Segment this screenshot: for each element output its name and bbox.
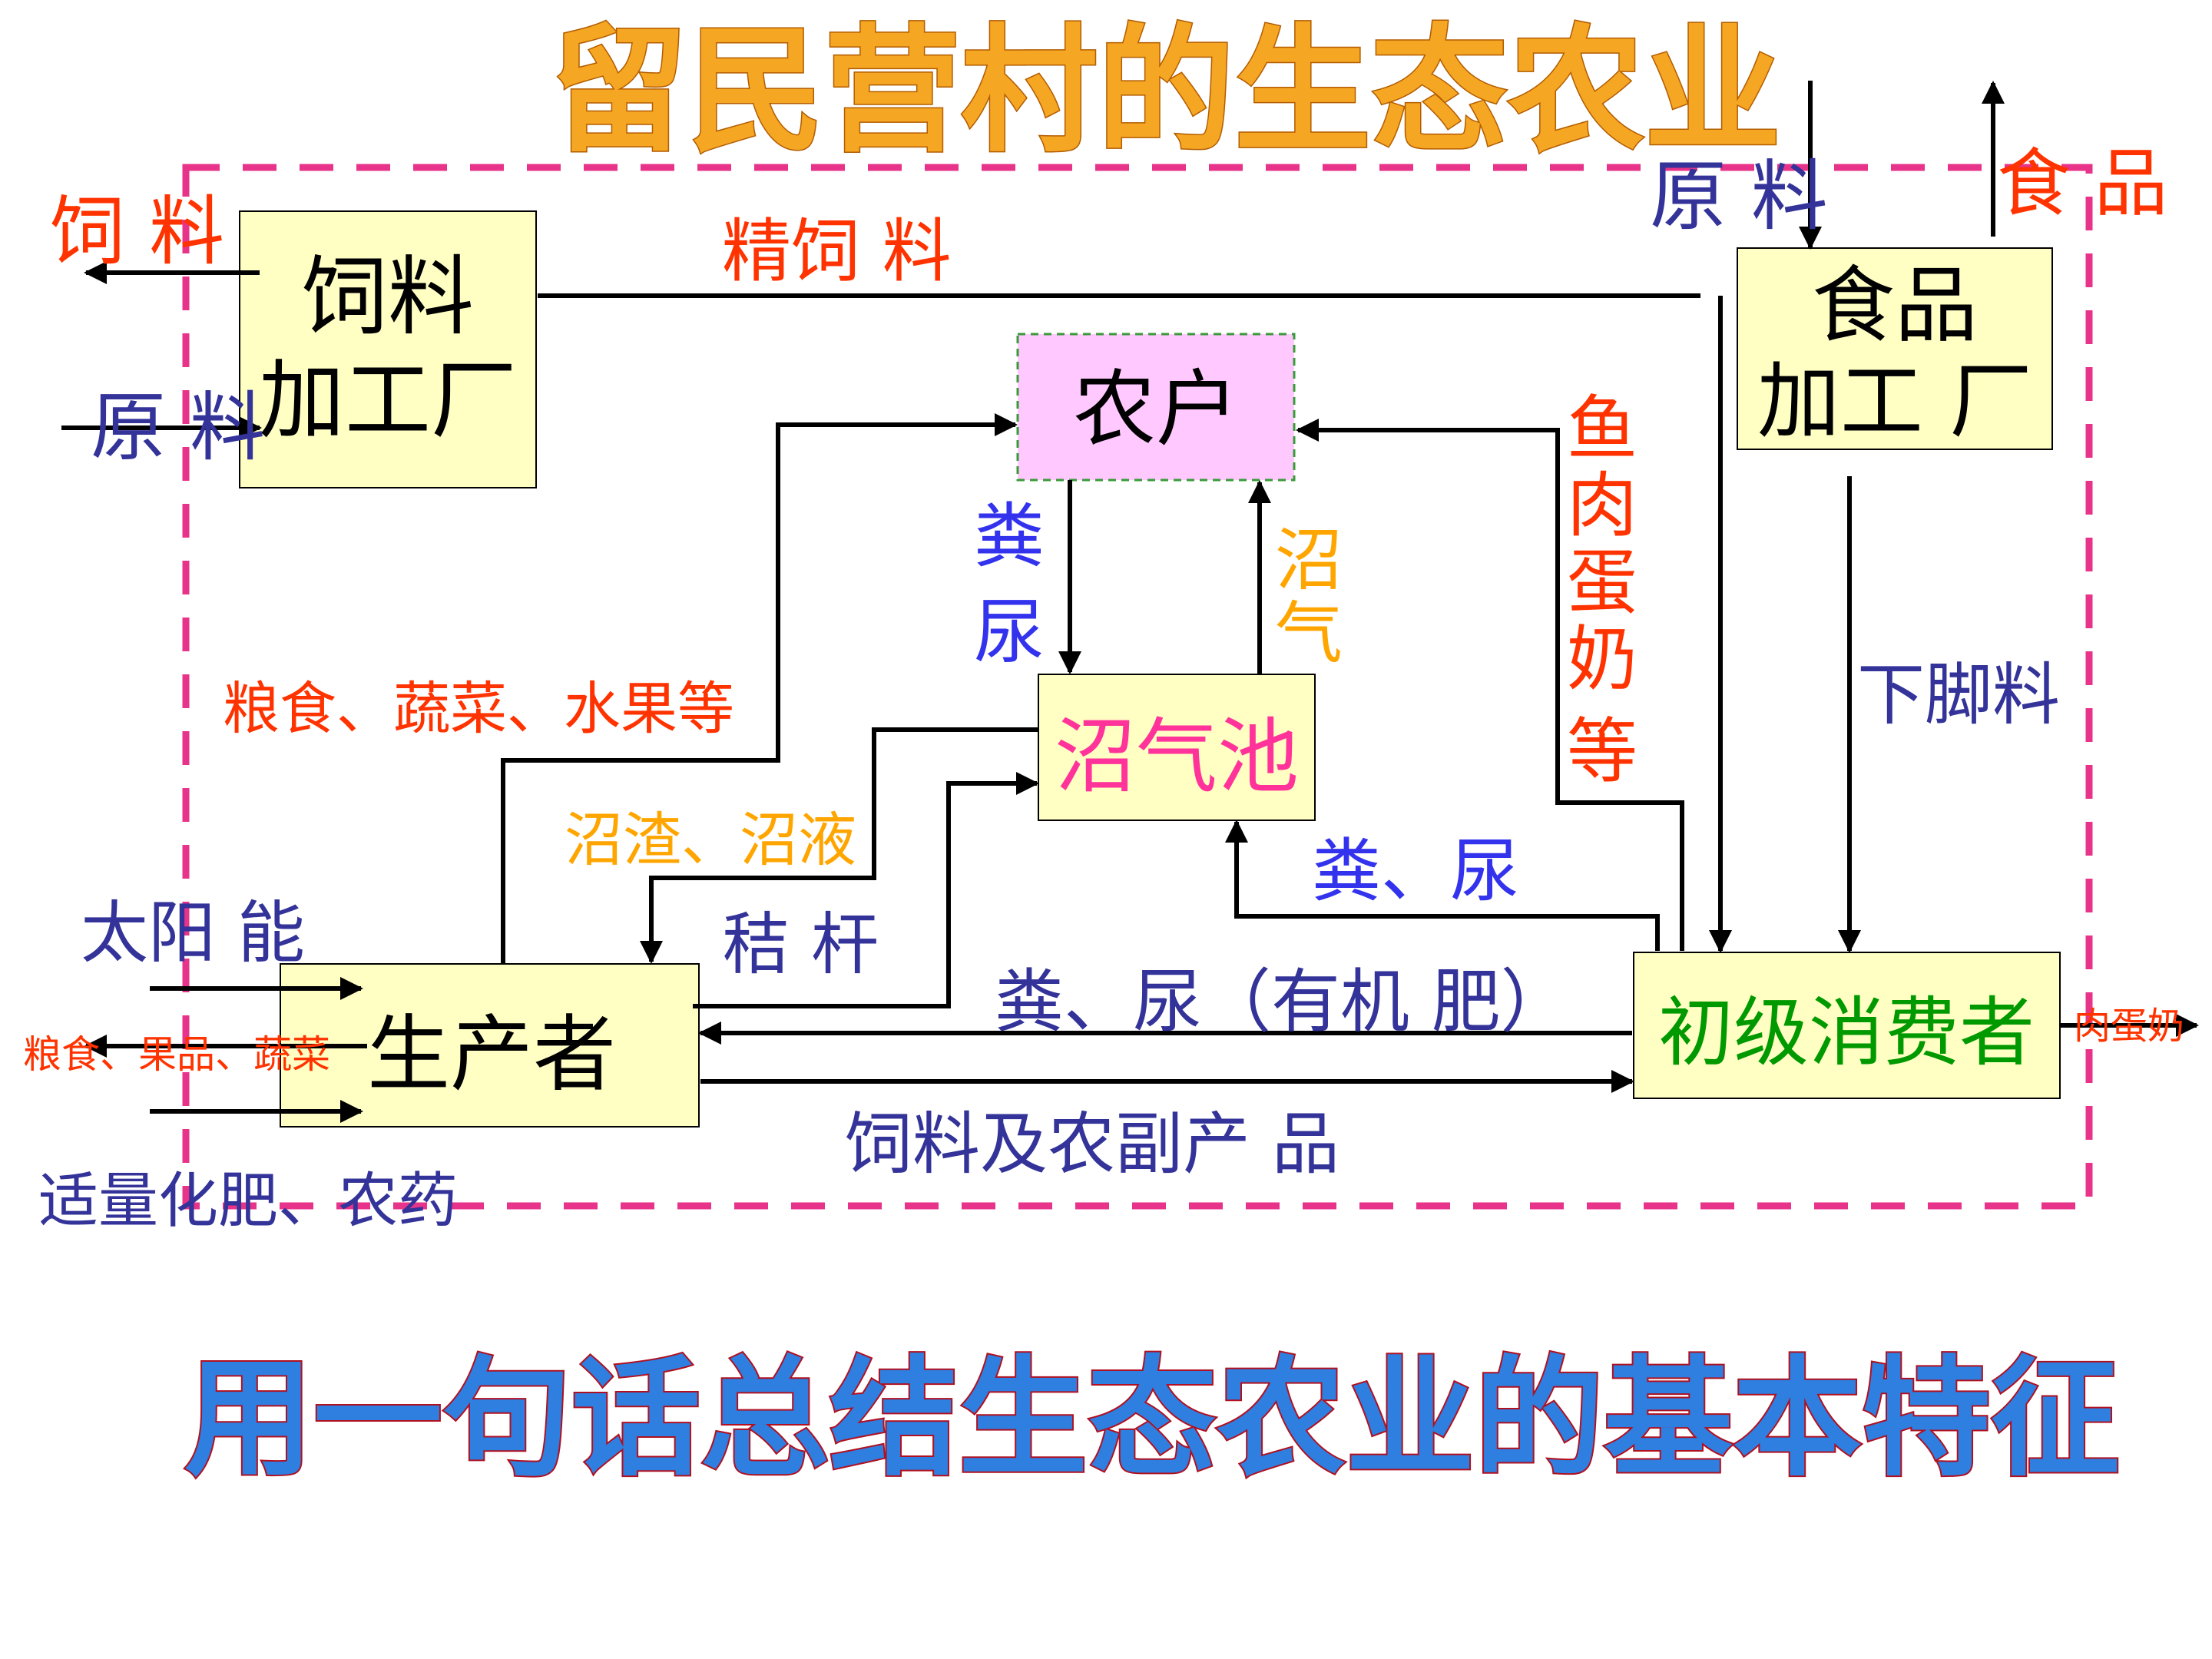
label-residue: 沼渣、沼液 bbox=[565, 806, 856, 874]
flow-arrows bbox=[61, 81, 2199, 1123]
feed-factory-line1: 饲料 bbox=[302, 247, 474, 347]
biogas-pool-box: 沼气池 bbox=[1038, 674, 1316, 821]
food-factory-line1: 食品 bbox=[1812, 258, 1978, 354]
label-feed-out: 饲 料 bbox=[50, 188, 224, 276]
label-fertilizer: 适量化肥、农药 bbox=[38, 1167, 458, 1236]
label-manure-top-2: 尿 bbox=[974, 591, 1045, 674]
title: 留民营村的生态农业 bbox=[551, 12, 1781, 171]
label-consumer-out: 肉蛋奶 bbox=[2074, 1005, 2184, 1048]
arrow-straw bbox=[693, 772, 1039, 1008]
system-boundary bbox=[182, 164, 2093, 1210]
label-scraps: 下脚料 bbox=[1857, 655, 2060, 734]
label-fish-meat-1: 鱼 bbox=[1567, 388, 1637, 470]
label-feed-byproduct: 饲料及农副产 品 bbox=[845, 1104, 1339, 1184]
arrow-grain bbox=[501, 413, 1018, 964]
food-factory-box: 食品 加工 厂 bbox=[1737, 247, 2053, 450]
label-food-out: 食 品 bbox=[1997, 141, 2168, 227]
feed-factory-box: 饲料 加工厂 bbox=[239, 210, 537, 488]
farmer-label: 农户 bbox=[1073, 362, 1239, 458]
label-fish-meat-2: 肉 bbox=[1567, 465, 1637, 547]
label-solar: 太阳 能 bbox=[81, 893, 305, 972]
farmer-box: 农户 bbox=[1016, 333, 1296, 482]
label-fish-meat-5: 等 bbox=[1567, 710, 1637, 793]
bottom-question: 用一句话总结生态农业的基本特征 bbox=[184, 1343, 2120, 1494]
biogas-pool-label: 沼气池 bbox=[1055, 710, 1299, 804]
label-fine-feed: 精饲 料 bbox=[722, 211, 952, 292]
label-producer-out: 粮食、果品、蔬菜 bbox=[23, 1032, 330, 1077]
consumer-label: 初级消费者 bbox=[1658, 989, 2035, 1077]
food-factory-line2: 加工 厂 bbox=[1757, 354, 2032, 450]
label-raw-in-right: 原 料 bbox=[1650, 151, 1828, 241]
label-straw: 秸 杆 bbox=[722, 905, 879, 984]
arrow-fish-meat bbox=[1296, 419, 1684, 951]
label-raw-in-left: 原 料 bbox=[91, 384, 265, 472]
label-fish-meat-3: 蛋 bbox=[1567, 541, 1637, 624]
label-manure-top-1: 粪 bbox=[974, 495, 1045, 578]
label-manure-mid: 粪、尿 bbox=[1312, 831, 1519, 912]
label-biogas-gas-2: 气 bbox=[1275, 594, 1343, 673]
consumer-box: 初级消费者 bbox=[1633, 952, 2061, 1099]
producer-label: 生产者 bbox=[367, 1007, 616, 1103]
label-grain-veg-fruit: 粮食、蔬菜、水果等 bbox=[223, 676, 734, 742]
feed-factory-line2: 加工厂 bbox=[259, 351, 517, 451]
label-manure-organic: 粪、尿（有机 肥） bbox=[995, 962, 1570, 1042]
label-fish-meat-4: 奶 bbox=[1567, 618, 1637, 700]
label-biogas-gas-1: 沼 bbox=[1275, 521, 1343, 600]
arrow-manure-mid bbox=[1225, 820, 1660, 951]
arrow-residue bbox=[640, 727, 1038, 964]
